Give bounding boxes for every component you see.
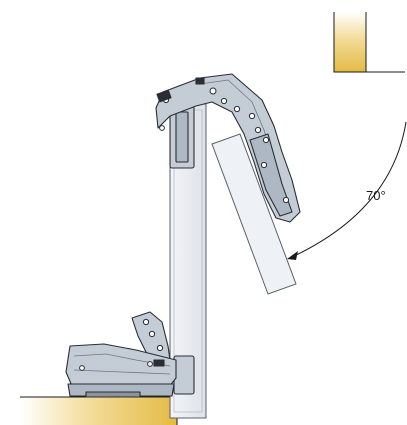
angle-label: 70° [366, 188, 386, 203]
top-cabinet-panel [333, 12, 405, 73]
top-hinge [155, 73, 301, 223]
door-panel-open [211, 133, 297, 295]
angle-indicator: 70° [287, 121, 407, 260]
bottom-cabinet-shelf [20, 396, 178, 425]
bottom-hinge [65, 311, 195, 398]
